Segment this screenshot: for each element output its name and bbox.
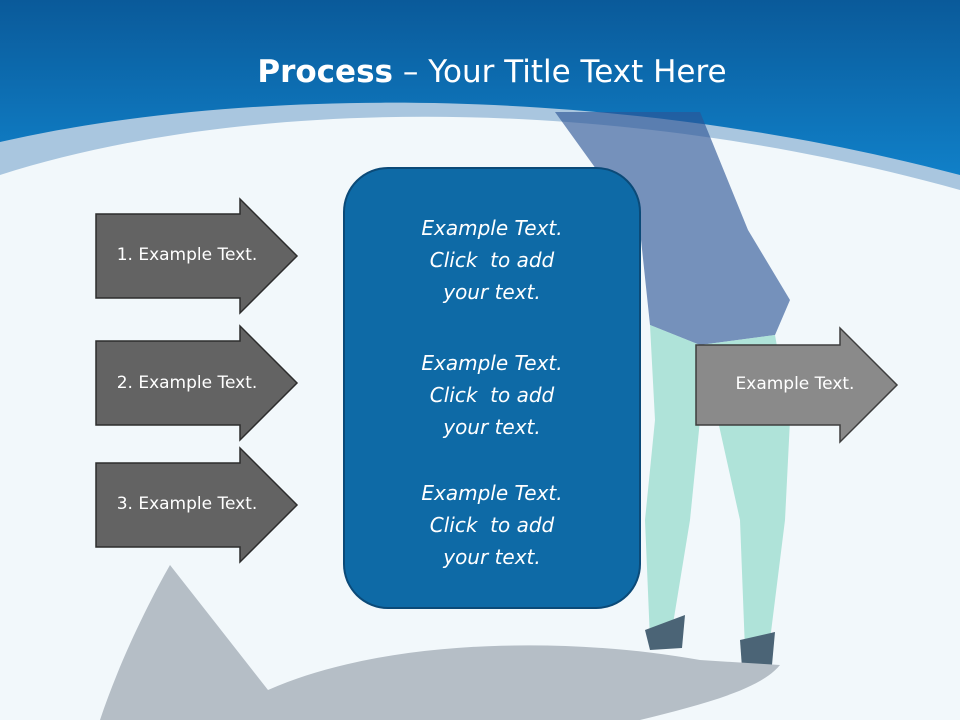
right-arrow-label[interactable]: Example Text.: [735, 374, 855, 394]
slide-title[interactable]: Process – Your Title Text Here: [0, 54, 960, 90]
block-line: Click to add: [429, 248, 555, 272]
block-line: Example Text.: [421, 216, 563, 240]
center-box-block-3[interactable]: Example Text. Click to add your text.: [344, 477, 640, 573]
center-box-shape: [343, 167, 641, 609]
header-banner: [0, 0, 960, 175]
title-bold: Process: [257, 54, 393, 90]
center-box-block-1[interactable]: Example Text. Click to add your text.: [344, 212, 640, 308]
left-arrow-label-1[interactable]: 1. Example Text.: [116, 245, 258, 265]
block-line: your text.: [443, 280, 541, 304]
floor-shadow: [100, 565, 780, 720]
block-line: Example Text.: [421, 351, 563, 375]
title-rest: – Your Title Text Here: [393, 54, 727, 90]
center-box-block-2[interactable]: Example Text. Click to add your text.: [344, 347, 640, 443]
block-line: Click to add: [429, 513, 555, 537]
left-arrow-shape-1: [95, 197, 299, 315]
right-arrow-shape: [695, 326, 899, 444]
block-line: Example Text.: [421, 481, 563, 505]
left-arrow-label-3[interactable]: 3. Example Text.: [116, 494, 258, 514]
left-arrow-label-2[interactable]: 2. Example Text.: [116, 373, 258, 393]
block-line: your text.: [443, 545, 541, 569]
block-line: Click to add: [429, 383, 555, 407]
left-arrow-shape-3: [95, 446, 299, 564]
block-line: your text.: [443, 415, 541, 439]
left-arrow-shape-2: [95, 324, 299, 442]
